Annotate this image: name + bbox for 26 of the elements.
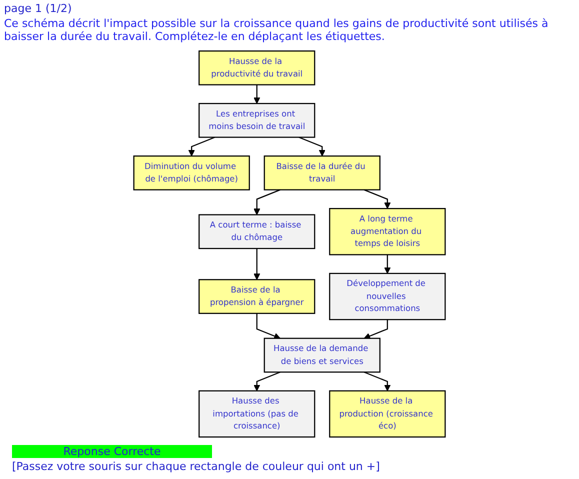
arrow <box>298 136 326 156</box>
page-number: page 1 (1/2) <box>4 2 73 15</box>
instruction-text: Ce schéma décrit l'impact possible sur la croissance quand les gains de productivité sont utilisés à baisser la durée du travail. Complétez-le en déplaçant les étiquettes. <box>4 17 550 43</box>
instruction-note: [Passez votre souris sur chaque rectangle de couleur qui ont un +] <box>12 460 381 473</box>
arrow <box>364 189 391 209</box>
node-box: Hausse de la productivité du travail <box>198 50 316 86</box>
node-box: Hausse de la demande de biens et services <box>264 338 380 373</box>
node-box: Hausse des importations (pas de croissance) <box>198 390 316 438</box>
node-box: Diminution du volume de l'emploi (chômage) <box>133 155 250 190</box>
arrow <box>254 372 280 392</box>
arrow <box>364 320 388 340</box>
arrow <box>364 372 391 392</box>
node-box: Développement de nouvelles consommations <box>329 272 446 320</box>
node-box: Baisse de la durée du travail <box>264 155 380 190</box>
node-box: Baisse de la propension à épargner <box>198 279 316 314</box>
arrow <box>384 254 391 274</box>
result-banner: Reponse Correcte <box>12 445 212 458</box>
arrow <box>254 248 260 280</box>
arrow <box>188 136 216 156</box>
node-box: A long terme augmentation du temps de loisirs <box>329 208 446 256</box>
node-box: Les entreprises ont moins besoin de travail <box>198 102 316 138</box>
arrow <box>254 84 260 104</box>
node-box: A court terme : baisse du chômage <box>198 214 316 250</box>
arrow <box>256 313 280 340</box>
arrow <box>254 189 280 216</box>
node-box: Hausse de la production (croissance éco) <box>329 390 446 438</box>
